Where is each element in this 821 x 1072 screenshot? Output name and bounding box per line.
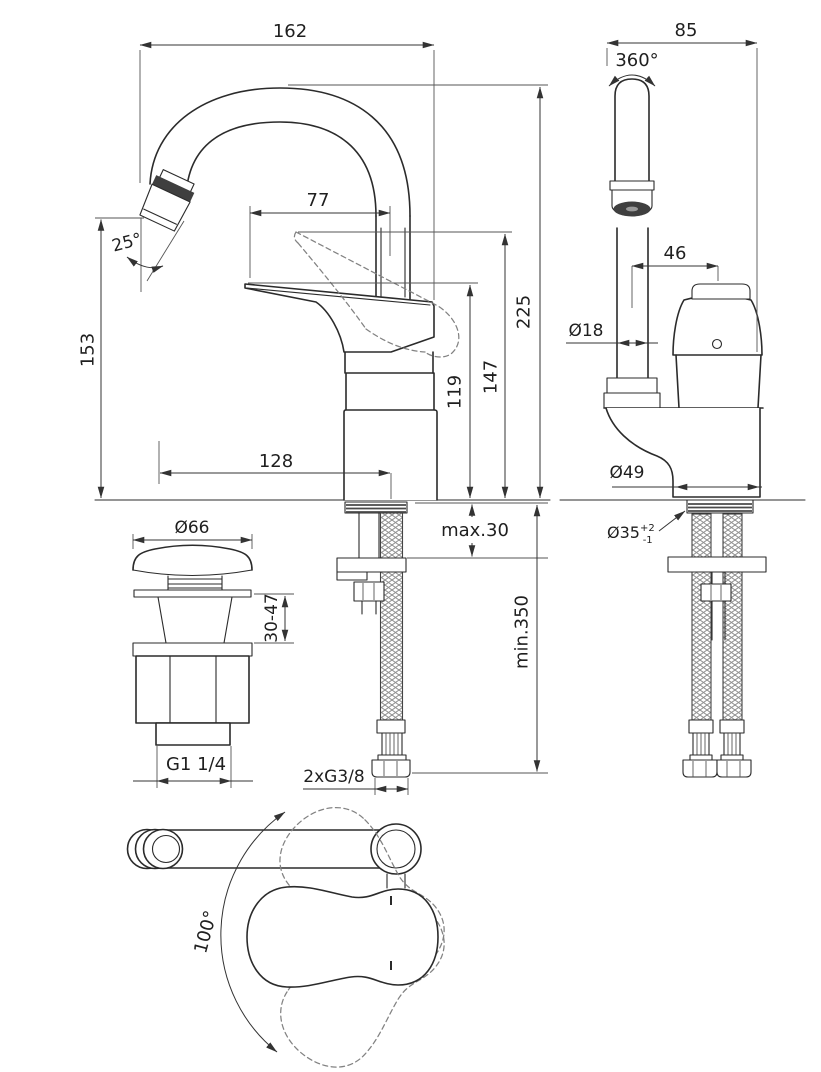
dim-overall-width: 162 xyxy=(273,21,307,42)
dim-base-reach: 128 xyxy=(259,451,293,472)
dim-hose-thread: 2xG3/8 xyxy=(303,767,364,787)
front-view: 162 77 25° 153 128 119 147 225 xyxy=(78,21,551,795)
dim-max-deck-thickness: max.30 xyxy=(441,520,509,541)
side-dimensions: 85 360° 46 Ø18 Ø49 Ø35+2-1 xyxy=(566,20,762,546)
mounting-set xyxy=(336,512,407,615)
dim-spout-tube-diameter: Ø18 xyxy=(568,321,603,341)
dim-mounting-hole-diameter: Ø35+2-1 xyxy=(607,523,655,546)
mounting-nut xyxy=(353,581,385,602)
hose-nut-right xyxy=(716,759,752,778)
dim-spout-outlet-height: 153 xyxy=(78,333,99,367)
dim-lever-raised-height: 147 xyxy=(481,360,502,394)
body-side xyxy=(603,354,764,498)
front-faucet xyxy=(94,87,551,778)
spout-outlet-top xyxy=(142,828,184,870)
drain-flange xyxy=(133,589,252,598)
dim-lever-height: 119 xyxy=(445,375,466,409)
dim-min-hose-length: min.350 xyxy=(512,595,533,669)
drain-hex-body xyxy=(135,655,250,724)
plan-faucet xyxy=(126,806,445,1068)
spout-swivel-ring xyxy=(370,823,422,875)
dim-clamping-range: 30-47 xyxy=(262,593,282,642)
supply-hose xyxy=(371,512,411,778)
mounting-nut-side xyxy=(700,583,732,602)
hole-tolerance-upper: +2 xyxy=(640,523,655,534)
dim-spout-angle: 25° xyxy=(110,229,144,256)
drain-body xyxy=(132,544,253,746)
hole-tolerance-lower: -1 xyxy=(643,535,653,546)
spout-outlet-cap xyxy=(139,169,195,232)
drain-dimensions: Ø66 30-47 G1 1/4 xyxy=(132,518,294,788)
drain-outlet-cylinder xyxy=(155,722,231,746)
temperature-indicator-dot xyxy=(711,338,723,350)
handle-lever-raised-dashed xyxy=(293,231,460,358)
handle-lever xyxy=(244,283,435,353)
dim-overall-height: 225 xyxy=(514,295,535,329)
spout-gooseneck xyxy=(149,87,411,300)
handle-side xyxy=(672,283,763,356)
drain-view: Ø66 30-47 G1 1/4 xyxy=(132,518,294,788)
dim-drain-cap-diameter: Ø66 xyxy=(174,518,209,538)
side-view: 85 360° 46 Ø18 Ø49 Ø35+2-1 xyxy=(559,20,806,778)
dim-overall-depth: 85 xyxy=(675,20,698,41)
mounting-rod-side xyxy=(711,571,726,585)
hose-nut-left xyxy=(682,759,718,778)
hose-right xyxy=(722,513,743,721)
handle-top-view xyxy=(246,885,439,988)
mounting-plate xyxy=(336,557,407,573)
mounting-plate-side xyxy=(667,556,767,573)
faucet-body xyxy=(343,351,438,501)
spout-tube-side xyxy=(603,78,661,409)
dim-handle-offset: 46 xyxy=(664,243,687,264)
hole-diameter-value: Ø35 xyxy=(607,523,640,542)
shank-thread xyxy=(344,501,408,514)
hose-left xyxy=(691,513,712,721)
side-faucet xyxy=(559,78,806,778)
dim-drain-thread: G1 1/4 xyxy=(166,754,226,775)
hose-nut xyxy=(371,759,411,778)
dim-handle-swivel-angle: 100° xyxy=(190,908,222,955)
dim-spout-rotation: 360° xyxy=(615,50,658,71)
mounting-rod xyxy=(358,512,380,559)
dim-body-base-diameter: Ø49 xyxy=(609,463,644,483)
dim-spout-reach: 77 xyxy=(307,190,330,211)
drain-cap xyxy=(132,544,253,571)
front-dimensions: 162 77 25° 153 128 119 147 225 xyxy=(78,21,548,795)
plan-view: 100° xyxy=(126,806,445,1068)
underdeck-side xyxy=(667,499,767,778)
